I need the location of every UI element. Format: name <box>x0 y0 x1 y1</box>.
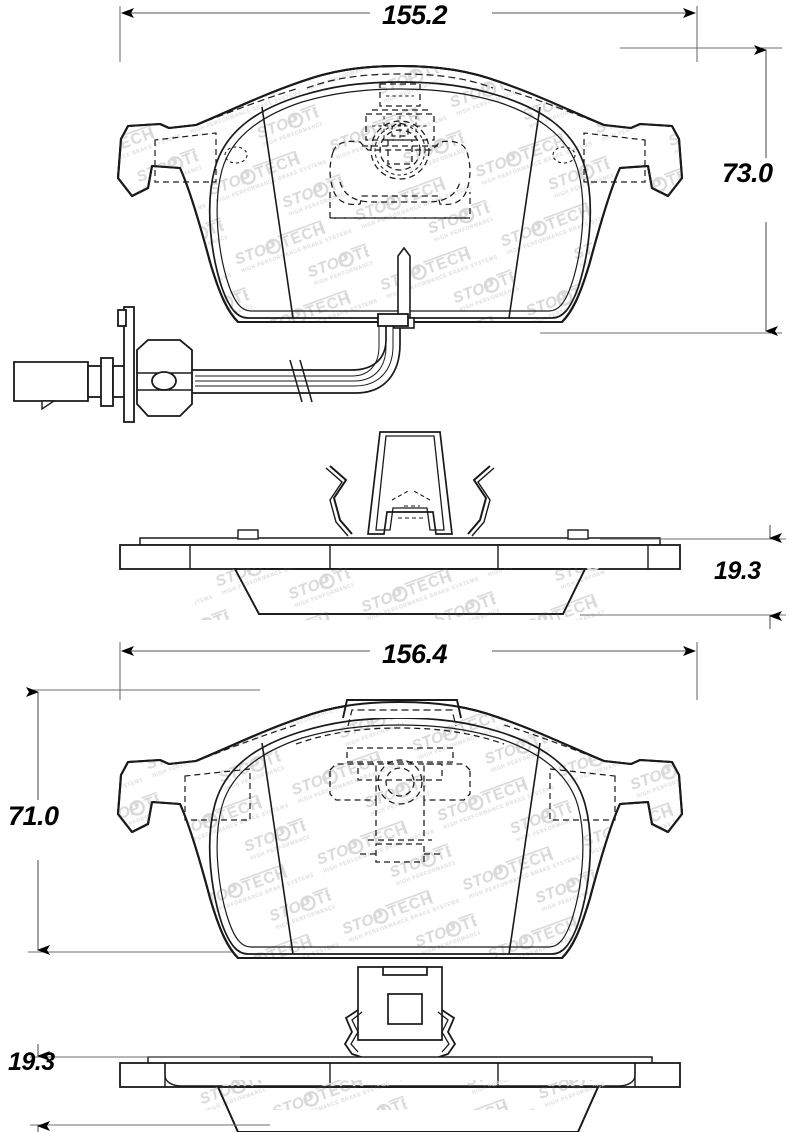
dimension-label-pad1-height: 73.0 <box>722 158 773 188</box>
dimension-label-pad1-thickness: 19.3 <box>714 557 761 585</box>
dimension-pad2-length <box>119 642 698 700</box>
pad1-clip-arm-left-2 <box>325 467 349 537</box>
pad2-chamfer-slot-right <box>508 742 541 955</box>
pad1-crown-dashed <box>306 73 494 89</box>
pad2-retaining-clip <box>343 966 457 1059</box>
sensor-collar-ring <box>100 357 114 407</box>
pad2-clip-top-slot <box>382 966 428 976</box>
pad1-spring-clip <box>325 431 495 537</box>
pad1-friction-block-overstroke <box>233 568 587 615</box>
sensor-mount-plate <box>123 306 135 423</box>
dimension-label-pad2-length: 156.4 <box>382 639 448 669</box>
pad2-clip-arm-left-2 <box>350 1011 363 1053</box>
pad2-clip-window <box>387 993 423 1025</box>
pad2-clip-arm-left <box>343 1009 365 1059</box>
pad1-top-crown <box>299 64 501 83</box>
pad2-friction-material-boundary <box>208 717 592 955</box>
pad1-shim-lug-left <box>237 529 259 540</box>
pad1-flank-marks <box>224 146 576 164</box>
pad1-clip-arm-right <box>467 465 491 535</box>
sensor-connector-body <box>13 361 89 402</box>
pad1-ear-pockets <box>154 132 646 183</box>
pad1-clip-arm-left <box>329 465 353 535</box>
pad2-locating-tab <box>342 699 462 719</box>
dimension-label-pad2-thickness: 19.3 <box>8 1048 55 1076</box>
dimension-label-pad1-length: 155.2 <box>382 0 448 30</box>
pad1-spring-clip-inner <box>375 435 445 531</box>
dimension-pad2-thickness <box>30 1044 270 1132</box>
pad1-ear-guides <box>195 88 605 126</box>
view-pad-1-edge <box>119 431 681 620</box>
pad1-friction-material-inner <box>216 88 584 312</box>
dimension-pad1-height <box>540 45 782 336</box>
pad2-clip-arm-right <box>435 1009 457 1059</box>
sensor-cable-outline-2 <box>192 328 401 394</box>
pad1-chamfer-slot-left <box>261 106 294 319</box>
dimension-label-pad2-height: 71.0 <box>8 801 59 831</box>
pad1-shim-lug-right <box>567 529 589 540</box>
pad2-friction-material-inner <box>216 724 584 948</box>
pad2-locating-tab-dashed <box>347 709 457 727</box>
pad2-top-edge <box>299 700 501 719</box>
pad2-ear-pockets <box>184 724 616 821</box>
dimension-pad1-thickness <box>580 525 786 629</box>
sensor-cable-break-line <box>289 359 313 403</box>
dimension-pad2-height <box>26 687 260 955</box>
view-pad-1-wear-sensor <box>13 306 409 423</box>
sensor-connector-latch <box>41 400 57 411</box>
pad2-friction-block-overstroke <box>216 1086 600 1132</box>
pad1-hidden-detail <box>329 83 471 219</box>
pad1-backing-plate-edge <box>119 544 681 570</box>
sensor-cable-ribs <box>195 324 394 387</box>
pad1-clip-shading <box>391 489 431 519</box>
pad2-hidden-detail <box>295 727 505 863</box>
dimension-pad1-length <box>119 6 698 62</box>
pad1-friction-material-boundary <box>208 81 592 319</box>
pad1-clip-arm-right-2 <box>471 467 495 537</box>
pad2-edge-watermark <box>195 1080 605 1110</box>
pad2-chamfer-slot-left <box>261 742 294 955</box>
sensor-cable-clamp <box>377 313 409 327</box>
pad1-backing-plate-divisions <box>189 545 649 569</box>
sensor-hex-boss <box>151 371 177 391</box>
pad1-chamfer-slot-right <box>508 106 541 319</box>
pad1-hidden-detail-fine <box>372 95 428 176</box>
view-pad-2-edge <box>119 966 681 1132</box>
sensor-mount-tab <box>117 309 127 327</box>
pad1-edge-watermark <box>195 568 605 620</box>
pad2-clip-arm-right-2 <box>437 1011 450 1053</box>
